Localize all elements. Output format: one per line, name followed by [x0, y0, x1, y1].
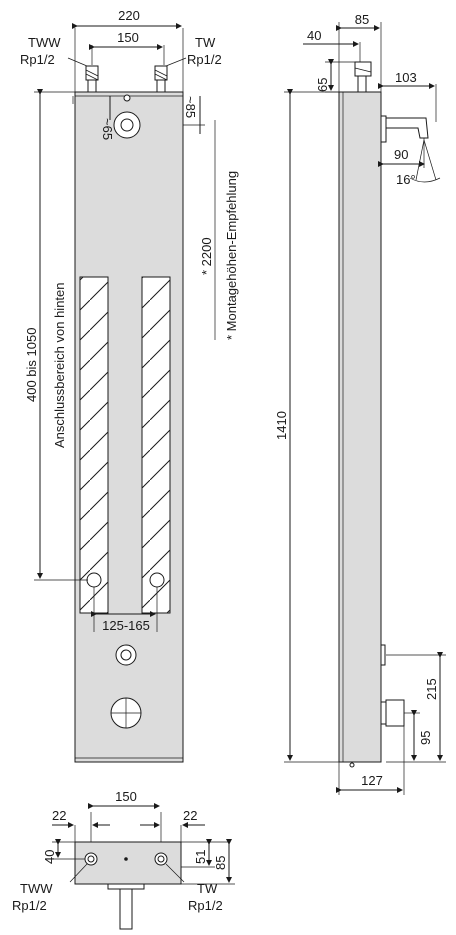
side-top-dim-65: 65 — [315, 78, 330, 92]
top-conn-spacing-dim: 150 — [115, 789, 137, 804]
side-connector-icon — [354, 61, 372, 77]
top-depth-51: 51 — [193, 850, 208, 864]
side-top-dim-85: 85 — [355, 12, 369, 27]
side-bottom-dim-127: 127 — [361, 773, 383, 788]
side-button-icon — [380, 644, 386, 666]
front-rear-area-label: Anschlussbereich von hinten — [52, 283, 67, 449]
front-dim-85: ~85 — [183, 96, 198, 118]
side-view: 85 40 65 103 90 16° 14 — [274, 12, 446, 795]
front-tww-label: TWW — [28, 35, 61, 50]
top-tw-label: TW — [197, 881, 218, 896]
hole-left-icon — [86, 572, 102, 588]
top-tw-thread: Rp1/2 — [188, 898, 223, 913]
top-right-offset-dim: 22 — [183, 808, 197, 823]
front-dim-65: ~65 — [100, 118, 115, 140]
side-valve-icon — [385, 699, 405, 727]
side-spout-dim-103: 103 — [395, 70, 417, 85]
side-lower-dim-95: 95 — [418, 731, 433, 745]
front-width-dim: 220 — [118, 8, 140, 23]
spout-icon — [385, 117, 429, 139]
side-spout-dim-90: 90 — [394, 147, 408, 162]
front-mount-note: * Montagehöhen-Empfehlung — [224, 171, 239, 340]
front-conn-spacing-dim: 150 — [117, 30, 139, 45]
top-depth-40: 40 — [42, 850, 57, 864]
side-lower-dim-215: 215 — [424, 678, 439, 700]
side-spout-angle: 16° — [396, 172, 416, 187]
tww-connector-icon — [85, 65, 99, 93]
hole-right-icon — [149, 572, 165, 588]
front-height-range-dim: 400 bis 1050 — [24, 328, 39, 402]
front-mount-height-dim: * 2200 — [199, 237, 214, 275]
side-panel — [338, 91, 382, 763]
front-tw-thread: Rp1/2 — [187, 52, 222, 67]
top-tww-thread: Rp1/2 — [12, 898, 47, 913]
front-hole-spacing-dim: 125-165 — [102, 618, 150, 633]
tw-connector-icon — [154, 65, 168, 93]
top-left-offset-dim: 22 — [52, 808, 66, 823]
top-depth-85: 85 — [213, 856, 228, 870]
side-top-dim-40: 40 — [307, 28, 321, 43]
front-tww-thread: Rp1/2 — [20, 52, 55, 67]
top-tww-label: TWW — [20, 881, 53, 896]
front-view: 220 150 TWW Rp1/2 TW Rp1/2 — [20, 8, 239, 763]
front-tw-label: TW — [195, 35, 216, 50]
top-view: 150 22 22 40 51 85 — [12, 789, 235, 930]
top-pipe-icon — [119, 888, 133, 930]
side-height-dim: 1410 — [274, 411, 289, 440]
